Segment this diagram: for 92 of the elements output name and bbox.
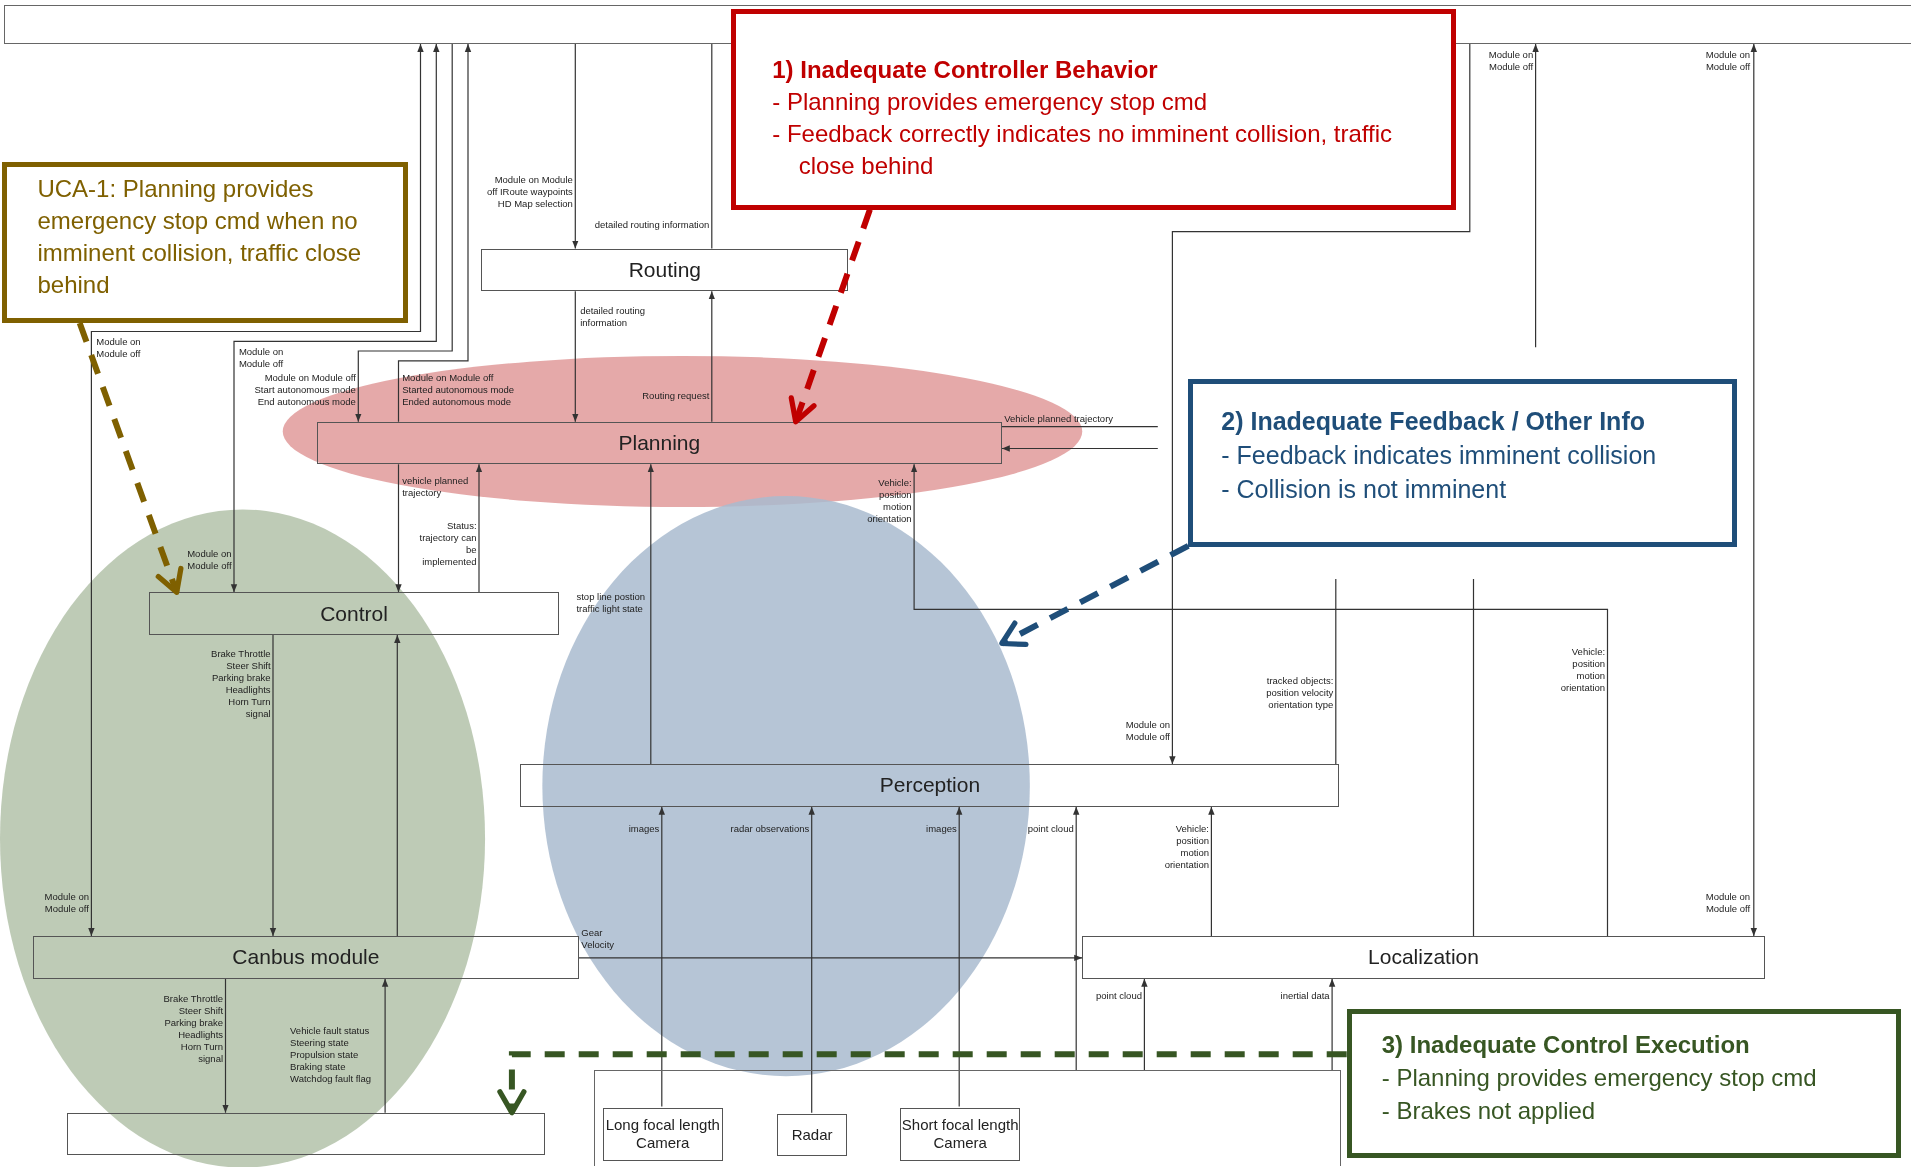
edge-label: Module on Module off	[1487, 48, 1534, 73]
arrow	[1001, 445, 1159, 452]
arrow	[1141, 978, 1148, 1071]
edge-label: tracked objects: position velocity orientation type	[1265, 675, 1334, 712]
callout-box	[1188, 379, 1737, 548]
dashed-arrow	[788, 208, 873, 425]
edge-label: images	[925, 822, 957, 835]
arrow	[910, 463, 1609, 937]
module-box: Routing	[481, 248, 849, 292]
module-box: Localization	[1082, 936, 1765, 979]
module-box	[67, 1112, 545, 1156]
edge-label: Module on Module off	[238, 346, 285, 371]
edge-label: Module on Module off	[96, 336, 142, 361]
signal-label: Module on Module off	[186, 548, 232, 573]
edge-label: detailed routing information	[593, 219, 710, 232]
connector-line	[1472, 578, 1475, 937]
edge-label: Module on Module off IRoute waypoints HD Map selection	[486, 174, 573, 211]
edge-label: Brake Throttle Steer Shift Parking brake Headlights Horn Turn signal	[210, 648, 271, 721]
callout-heading: 1) Inadequate Controller Behavior	[772, 54, 1159, 85]
dashed-arrow	[76, 322, 184, 595]
callout-text: - Collision is not imminent	[1221, 474, 1508, 506]
edge-label: Module on Module off	[1704, 48, 1751, 73]
sensor-box: Radar	[777, 1113, 847, 1157]
edge-label: Vehicle: position motion orientation	[866, 476, 912, 525]
edge-label: stop line postion traffic light state	[576, 591, 647, 616]
callout-box	[731, 8, 1457, 210]
edge-label: point cloud	[1095, 989, 1142, 1002]
edge-label: Vehicle planned trajectory	[1004, 413, 1115, 426]
module-box: Perception	[520, 764, 1340, 807]
arrow	[956, 806, 963, 1108]
arrow	[222, 978, 229, 1114]
edge-label: Vehicle: position motion orientation	[1163, 822, 1209, 871]
callout-box	[2, 162, 409, 323]
callout-text: UCA-1: Planning provides emergency stop cmd when no imminent collision, traffic close behind	[37, 174, 363, 301]
edge-label: Gear Velocity	[581, 927, 616, 952]
module-box: Planning	[316, 421, 1002, 465]
module-box: Control	[148, 592, 560, 635]
callout-text: - Planning provides emergency stop cmd	[772, 86, 1209, 117]
arrow	[572, 43, 579, 250]
arrow	[647, 463, 654, 765]
edge-label: vehicle planned trajectory	[402, 475, 470, 500]
module-box: Canbus module	[32, 936, 579, 979]
arrow	[708, 290, 715, 423]
arrow	[1750, 43, 1757, 937]
sensor-box: Short focal length Camera	[900, 1107, 1020, 1162]
edge-label: radar observations	[729, 822, 810, 835]
arrow	[1208, 806, 1215, 937]
arrow	[1073, 806, 1080, 1071]
arrow	[395, 463, 402, 593]
dashed-arrow	[497, 1051, 1347, 1116]
edge-label: Module on Module off	[1124, 719, 1170, 744]
edge-label: detailed routing information	[580, 304, 647, 329]
edge-label: inertial data	[1279, 989, 1330, 1002]
arrow	[88, 43, 424, 937]
signal-label: Vehicle: position motion orientation	[1559, 645, 1606, 694]
edge-label: Module on Module off Start autonomous mode End autonomous mode	[253, 371, 356, 408]
sensor-box: Long focal length Camera	[603, 1107, 723, 1162]
arrow	[269, 634, 277, 937]
callout-text: - Feedback correctly indicates no imminent collision, traffic close behind	[772, 118, 1394, 181]
callout-text: - Planning provides emergency stop cmd	[1381, 1063, 1818, 1094]
arrow	[1328, 978, 1336, 1071]
callout-text: - Brakes not applied	[1381, 1096, 1597, 1127]
arrow	[397, 43, 472, 423]
edge-label: point cloud	[1026, 822, 1074, 835]
arrow	[230, 43, 440, 593]
callout-heading: 2) Inadequate Feedback / Other Info	[1221, 406, 1646, 438]
arrow	[572, 290, 579, 423]
callout-box	[1346, 1009, 1902, 1158]
arrow	[475, 463, 483, 593]
arrow	[381, 978, 389, 1114]
edge-label: Vehicle fault status Steering state Propulsion state Braking state Watchdog fault flag	[290, 1024, 373, 1085]
connector-line	[711, 43, 713, 250]
edge-label: Brake Throttle Steer Shift Parking brake Headlights Horn Turn signal	[162, 993, 224, 1066]
arrow	[658, 806, 665, 1108]
connector-line	[1001, 426, 1159, 428]
arrow	[578, 954, 1083, 962]
edge-label: images	[627, 822, 660, 835]
signal-label: Module on Module off	[43, 890, 89, 915]
arrow	[1169, 43, 1471, 765]
edge-label: Status: trajectory can be implemented	[418, 520, 477, 569]
edge-label: Module on Module off Started autonomous mode Ended autonomous mode	[402, 371, 516, 408]
connector-line	[1335, 578, 1337, 765]
sensor-group-frame	[593, 1070, 1341, 1167]
arrow	[394, 634, 401, 937]
arrow	[1532, 43, 1539, 348]
arrow	[355, 43, 453, 423]
dashed-arrow	[999, 543, 1190, 647]
signal-label: Module on Module off	[1704, 890, 1751, 915]
arrow	[808, 806, 815, 1114]
edge-label: Routing request	[641, 390, 710, 402]
callout-heading: 3) Inadequate Control Execution	[1381, 1030, 1751, 1061]
callout-text: - Feedback indicates imminent collision	[1221, 440, 1658, 472]
